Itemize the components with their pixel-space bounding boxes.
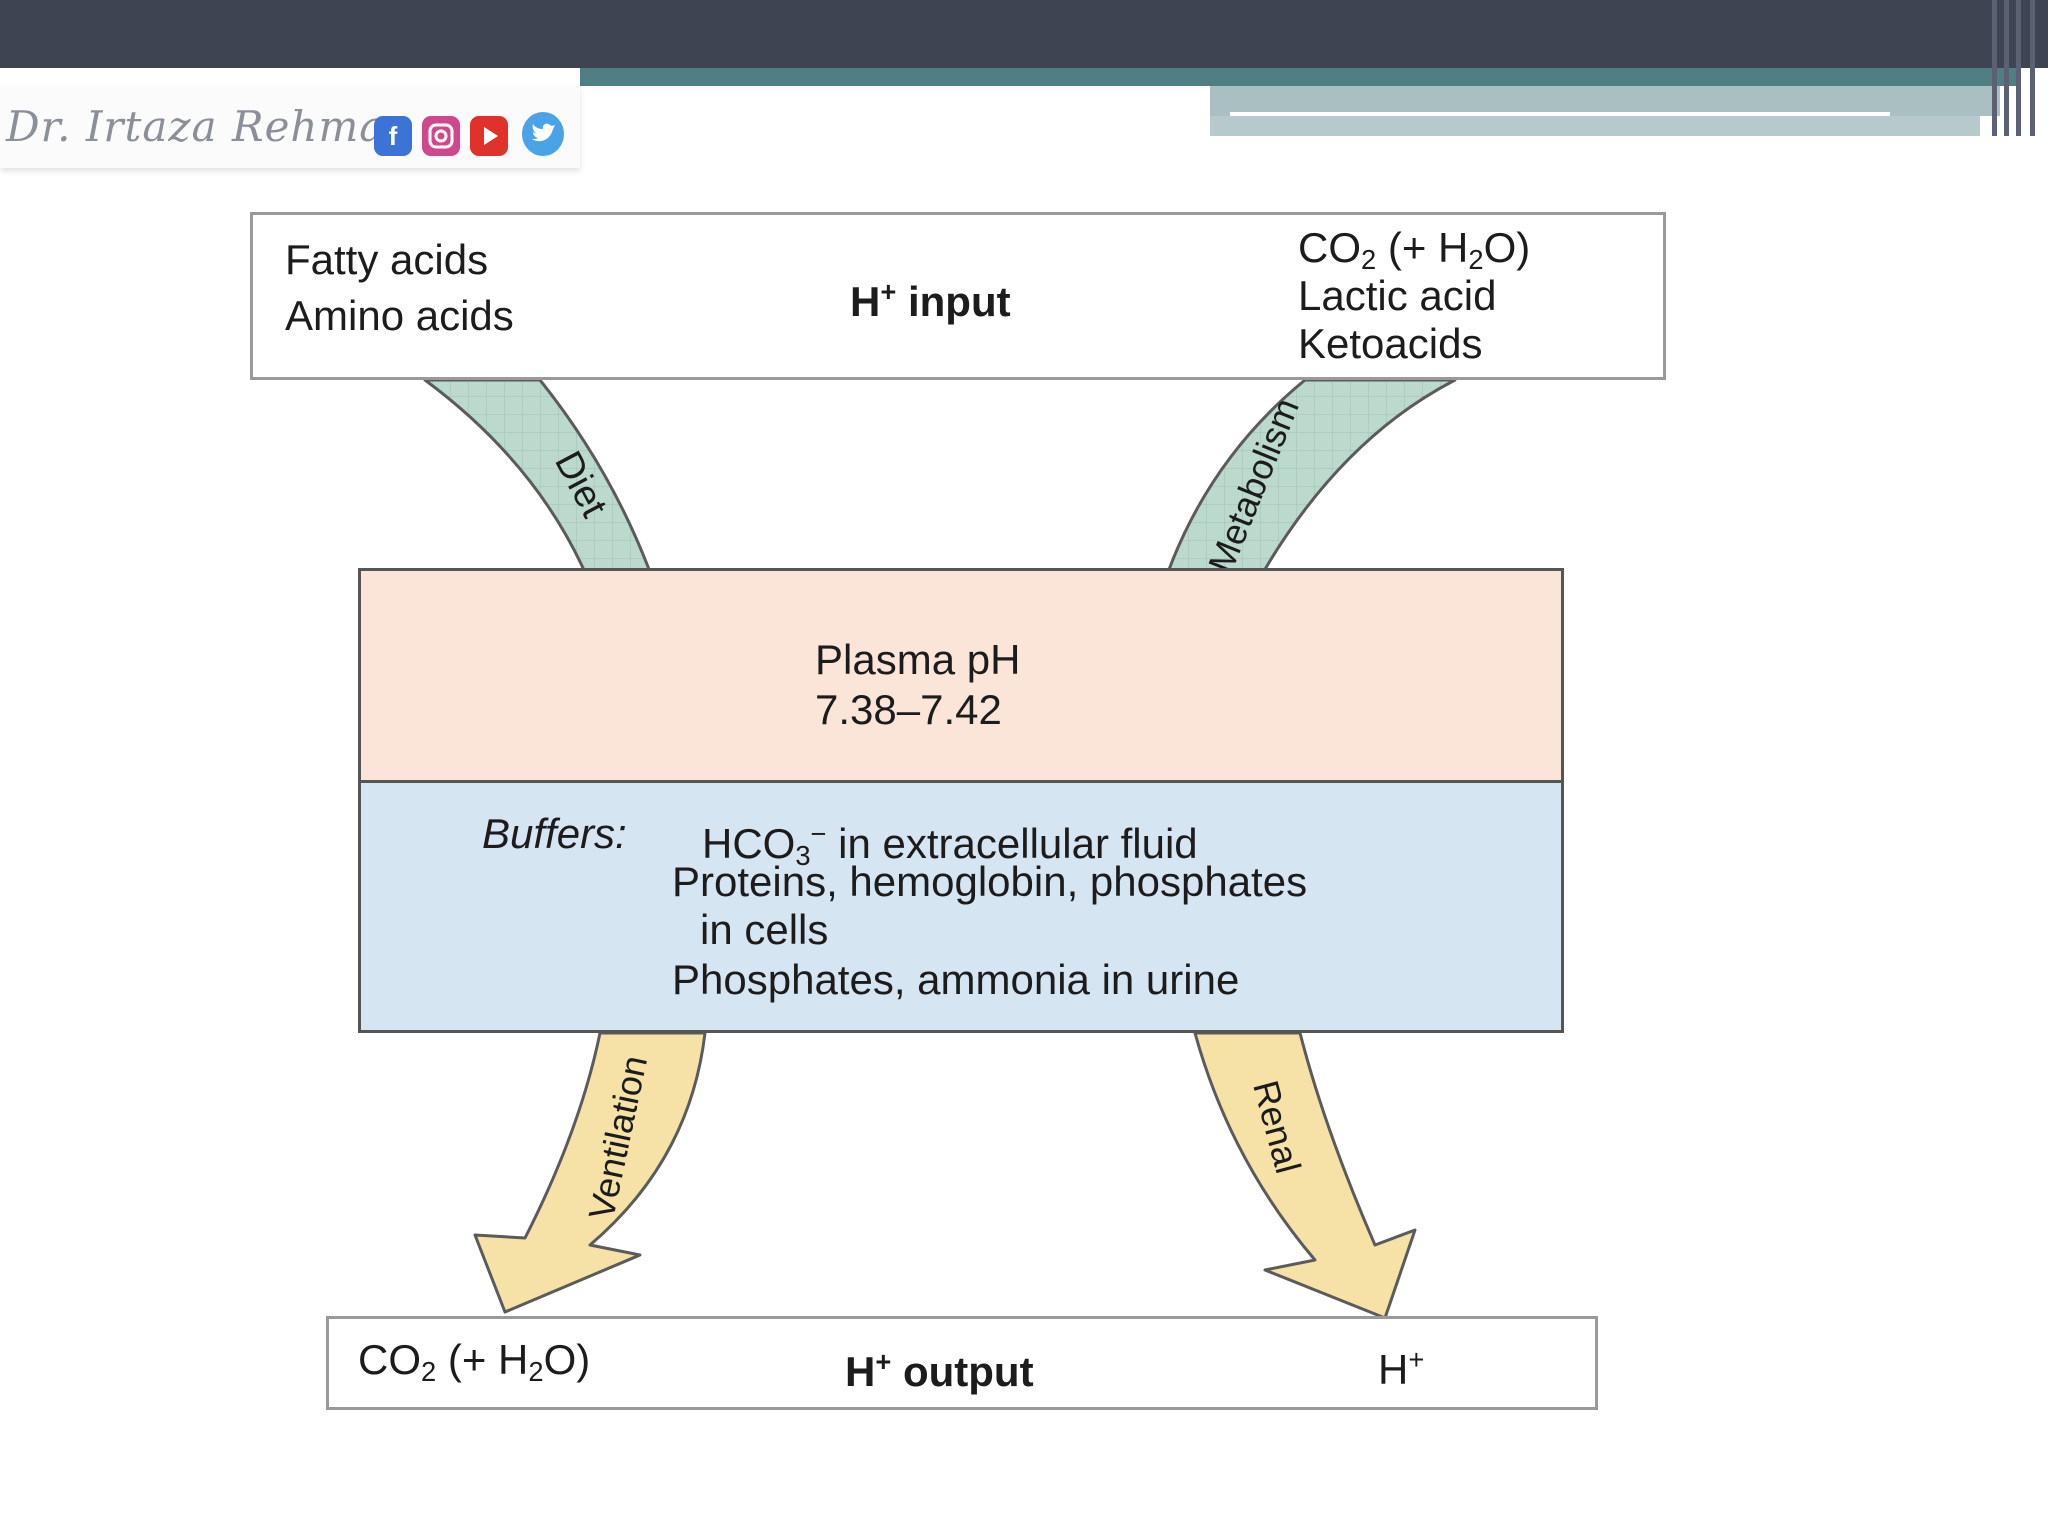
h-input-title: H+ input	[850, 276, 1011, 325]
plasma-ph-panel	[358, 568, 1564, 780]
h-output-title: H+ output	[845, 1346, 1034, 1395]
output-h-ion: H+	[1378, 1344, 1425, 1393]
header-accent-band-lighter	[1210, 116, 1980, 136]
header-accent-band	[580, 68, 2020, 86]
facebook-icon[interactable]: f	[374, 116, 412, 156]
output-co2: CO2 (+ H2O)	[358, 1336, 591, 1387]
header-edge-stripe	[2004, 0, 2009, 136]
buffer-proteins: Proteins, hemoglobin, phosphates	[672, 858, 1308, 905]
input-source-ketoacids: Ketoacids	[1298, 320, 1483, 367]
buffers-panel	[358, 780, 1564, 1033]
buffer-urine: Phosphates, ammonia in urine	[672, 956, 1240, 1003]
h-output-box	[326, 1316, 1598, 1410]
ventilation-arrow	[473, 1031, 707, 1314]
plasma-ph-range: 7.38–7.42	[815, 686, 1002, 733]
buffer-in-cells: in cells	[700, 906, 829, 953]
twitter-icon[interactable]	[522, 112, 564, 156]
input-source-amino-acids: Amino acids	[285, 292, 514, 339]
input-source-lactic-acid: Lactic acid	[1298, 272, 1497, 319]
header-edge-stripe	[1992, 0, 1997, 136]
input-source-co2: CO2 (+ H2O)	[1298, 224, 1531, 275]
h-input-box	[250, 212, 1666, 380]
input-source-fatty-acids: Fatty acids	[285, 236, 489, 283]
buffers-label: Buffers:	[482, 810, 627, 857]
youtube-icon[interactable]	[470, 116, 508, 156]
header-edge-stripe	[2016, 0, 2021, 136]
renal-arrow	[1193, 1031, 1417, 1320]
plasma-ph-label: Plasma pH	[815, 636, 1021, 683]
instagram-icon[interactable]	[422, 116, 460, 156]
header-bar	[0, 0, 2048, 68]
header-accent-band-light	[1210, 86, 2000, 116]
header-edge-stripe	[2030, 0, 2035, 136]
author-signature: Dr. Irtaza Rehman	[6, 102, 414, 151]
buffer-bicarbonate: HCO3− in extracellular fluid	[702, 818, 1198, 871]
header-divider-line	[1230, 112, 1890, 116]
